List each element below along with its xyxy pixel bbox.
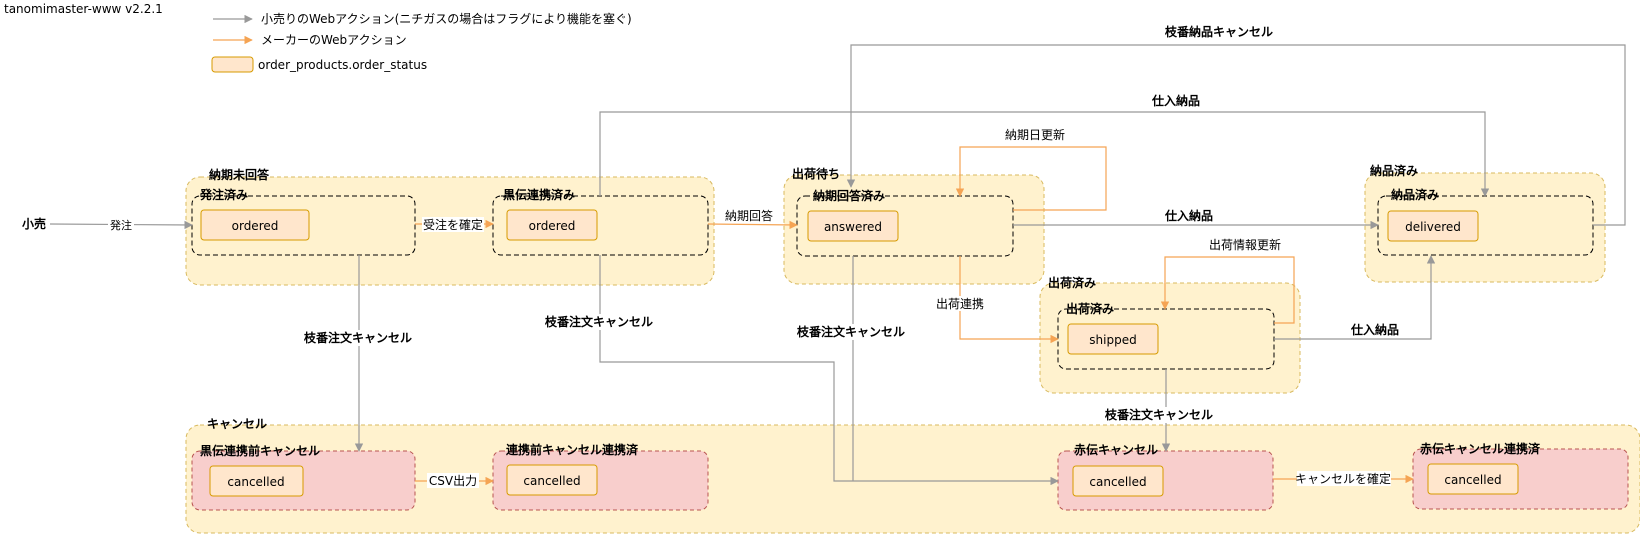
edge-csv-shutsuryoku: CSV出力	[415, 473, 494, 488]
state-title: 赤伝キャンセル連携済	[1420, 441, 1541, 456]
status-value: cancelled	[227, 475, 284, 489]
actor-kouri: 小売	[22, 216, 46, 231]
edge-noukibi-koushin: 納期日更新	[955, 127, 1107, 211]
state-title: 連携前キャンセル連携済	[506, 442, 639, 457]
group-shukka-zumi: 出荷済み	[1039, 275, 1301, 394]
state-akaden-cancel: 赤伝キャンセル cancelled	[1057, 442, 1274, 511]
edge-edaban-chumon-cancel-1: 枝番注文キャンセル	[302, 255, 415, 452]
legend-box-label: order_products.order_status	[258, 58, 427, 72]
state-title: 発注済み	[199, 187, 248, 202]
edge-juchu-kakutei: 受注を確定	[415, 217, 494, 232]
legend: 小売りのWebアクション(ニチガスの場合はフラグにより機能を塞ぐ) メーカーのW…	[211, 11, 632, 73]
status-value: ordered	[529, 219, 576, 233]
legend-gray-label: 小売りのWebアクション(ニチガスの場合はフラグにより機能を塞ぐ)	[261, 11, 632, 26]
edge-label: 枝番注文キャンセル	[303, 330, 412, 345]
edge-edaban-chumon-cancel-3: 枝番注文キャンセル	[795, 256, 908, 481]
version-label: tanomimaster-www v2.2.1	[4, 2, 163, 16]
edge-label: キャンセルを確定	[1295, 471, 1391, 486]
edge-label: 仕入納品	[1164, 208, 1213, 223]
edge-edaban-chumon-cancel-4: 枝番注文キャンセル	[1103, 369, 1216, 452]
edge-label: 出荷情報更新	[1209, 237, 1281, 252]
edge-label: 枝番注文キャンセル	[796, 324, 905, 339]
group-label: 納期未回答	[209, 167, 270, 182]
edge-label: 納期回答	[725, 208, 773, 223]
group-label: 納品済み	[1370, 163, 1418, 178]
status-pill	[807, 210, 899, 242]
state-title: 納品済み	[1391, 187, 1439, 202]
edge-nouki-kaitou: 納期回答	[707, 208, 798, 230]
status-pill	[1387, 210, 1479, 242]
state-kuroden-renkei-zumi: 黒伝連携済み ordered	[492, 187, 709, 256]
status-pill	[1067, 323, 1159, 355]
state-title: 黒伝連携済み	[503, 187, 575, 202]
edge-label: 仕入納品	[1350, 322, 1399, 337]
edge-label: 受注を確定	[423, 217, 483, 232]
edge-shiire-nouhin-top: 仕入納品	[599, 93, 1490, 197]
status-value: answered	[824, 220, 882, 234]
status-pill	[1427, 463, 1519, 495]
edge-label: 発注	[110, 218, 132, 232]
legend-status-box	[211, 56, 254, 73]
group-label: 出荷済み	[1048, 275, 1096, 290]
group-shukka-machi: 出荷待ち	[783, 166, 1045, 285]
status-value: cancelled	[1444, 473, 1501, 487]
group-label: キャンセル	[207, 417, 267, 431]
edge-label: 枝番納品キャンセル	[1164, 24, 1273, 39]
edge-label: CSV出力	[429, 474, 477, 488]
status-pill	[506, 209, 598, 241]
edge-shiire-nouhin-shipped: 仕入納品	[1274, 255, 1436, 340]
edge-label: 仕入納品	[1151, 93, 1200, 108]
legend-orange-label: メーカーのWebアクション	[261, 33, 407, 47]
status-pill	[506, 464, 598, 496]
status-value: shipped	[1089, 333, 1136, 347]
state-title: 赤伝キャンセル	[1074, 442, 1158, 457]
state-title: 黒伝連携前キャンセル	[200, 443, 320, 458]
edge-label: 納期日更新	[1005, 127, 1065, 142]
state-nouki-kaitou-zumi: 納期回答済み answered	[796, 188, 1014, 257]
group-label: 出荷待ち	[792, 166, 840, 181]
edge-label: 枝番注文キャンセル	[544, 314, 653, 329]
edge-label: 枝番注文キャンセル	[1104, 407, 1213, 422]
edge-edaban-nouhin-cancel: 枝番納品キャンセル	[846, 24, 1626, 226]
state-akaden-cancel-renkei-zumi: 赤伝キャンセル連携済 cancelled	[1412, 441, 1629, 510]
state-renkei-mae-cancel-renkei-zumi: 連携前キャンセル連携済 cancelled	[492, 442, 709, 511]
state-hacchu-zumi: 発注済み ordered	[191, 187, 416, 256]
edge-shukka-jouhou-koushin: 出荷情報更新	[1160, 237, 1295, 324]
status-pill	[209, 465, 304, 497]
state-title: 出荷済み	[1066, 301, 1114, 316]
state-kuroden-renkei-mae-cancel: 黒伝連携前キャンセル cancelled	[191, 443, 416, 511]
status-pill	[1072, 465, 1164, 497]
edge-shukka-renkei: 出荷連携	[934, 256, 1059, 344]
edge-hacchu: 発注	[49, 218, 193, 232]
status-value: delivered	[1405, 220, 1461, 234]
state-title: 納期回答済み	[813, 188, 885, 203]
edge-edaban-chumon-cancel-2: 枝番注文キャンセル	[543, 255, 1059, 486]
status-value: ordered	[232, 219, 279, 233]
edge-cancel-kakutei: キャンセルを確定	[1273, 471, 1414, 486]
status-value: cancelled	[1089, 475, 1146, 489]
edge-shiire-nouhin-mid: 仕入納品	[1013, 208, 1379, 230]
status-value: cancelled	[523, 474, 580, 488]
status-pill	[200, 209, 310, 241]
edge-label: 出荷連携	[936, 296, 984, 311]
